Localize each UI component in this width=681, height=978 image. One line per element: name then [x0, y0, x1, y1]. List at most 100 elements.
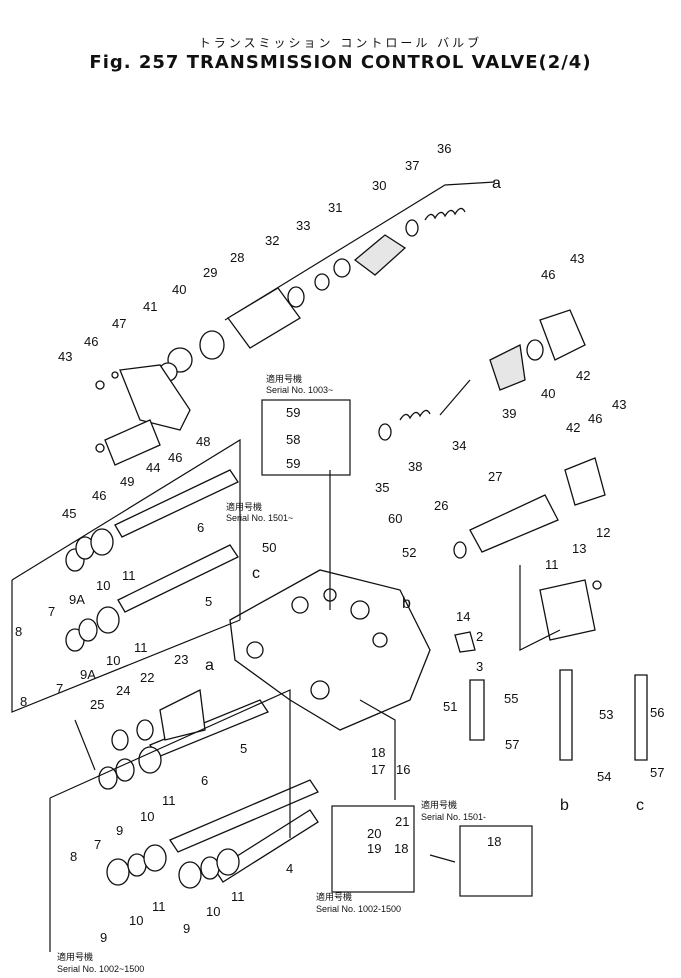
- left-spool-assembly: [65, 469, 319, 889]
- callout-5a: 5: [205, 594, 212, 609]
- callout-47d: 46: [168, 450, 182, 465]
- callout-9c: 9: [183, 921, 190, 936]
- callout-44b: 43: [570, 251, 584, 266]
- right-cover-assembly: [378, 309, 606, 641]
- callout-38: 37: [405, 158, 419, 173]
- part-38: [405, 219, 419, 237]
- callout-19b: 18: [487, 834, 501, 849]
- callout-14: 13: [572, 541, 586, 556]
- callout-19a: 18: [394, 841, 408, 856]
- part-9-a: [98, 766, 118, 790]
- part-10-lower: [78, 618, 98, 642]
- callout-47a: 46: [84, 334, 98, 349]
- part-27-ring: [453, 541, 467, 559]
- callout-58b: 57: [650, 765, 664, 780]
- part-4-spool: [214, 809, 319, 883]
- callout-42: 41: [143, 299, 157, 314]
- callout-44a: 43: [58, 349, 72, 364]
- callout-50: 49: [120, 474, 134, 489]
- part-43-cover: [564, 457, 606, 506]
- callout-43b: 42: [566, 420, 580, 435]
- callout-9a-a: 9A: [69, 592, 85, 607]
- part-36: [378, 423, 392, 441]
- callout-13: 12: [596, 525, 610, 540]
- callout-29: 28: [230, 250, 244, 265]
- callout-22: 21: [395, 814, 409, 829]
- callout-21: 20: [367, 826, 381, 841]
- callout-9b: 9: [100, 930, 107, 945]
- callout-24: 23: [174, 652, 188, 667]
- part-23: [136, 719, 154, 741]
- arrow-19: [429, 854, 456, 863]
- part-10-a: [115, 758, 135, 782]
- serial-label-jp-1002b: 適用号機: [57, 951, 93, 962]
- callout-60b: 59: [286, 456, 300, 471]
- callout-56: 55: [504, 691, 518, 706]
- letter-a-top: a: [492, 175, 501, 192]
- callout-7b: 7: [56, 681, 63, 696]
- inset-serial-1501: [459, 825, 533, 897]
- part-26-screw: [74, 719, 96, 771]
- body-port-3: [350, 600, 370, 620]
- serial-label-1002b: Serial No. 1002~1500: [57, 964, 144, 974]
- part-25: [111, 729, 129, 751]
- letter-c-bottom: c: [636, 797, 644, 814]
- callout-16: 16: [396, 762, 410, 777]
- frame-upper-lower: [11, 580, 241, 713]
- callout-61: 60: [388, 511, 402, 526]
- callout-10d: 10: [129, 913, 143, 928]
- inset-serial-1002: [331, 805, 415, 893]
- part-40: [489, 344, 526, 391]
- callout-20: 19: [367, 841, 381, 856]
- part-29-body: [227, 287, 301, 349]
- body-port-1: [291, 596, 309, 614]
- part-31: [353, 234, 407, 276]
- inset-serial-1003: [261, 399, 351, 476]
- serial-label-1501a: Serial No. 1501~: [226, 513, 293, 523]
- part-41-ring: [526, 339, 544, 361]
- frames: [11, 399, 561, 952]
- serial-label-1003: Serial No. 1003~: [266, 385, 333, 395]
- part-39-spring: [399, 409, 431, 421]
- bracket-assembly: [95, 364, 191, 466]
- callout-11d: 11: [152, 899, 166, 914]
- callout-46: 45: [62, 506, 76, 521]
- part-57-bolt: [634, 674, 648, 761]
- valve-body: [229, 569, 648, 761]
- callout-41b: 40: [541, 386, 555, 401]
- part-2-plug: [454, 631, 476, 653]
- callout-11c: 11: [162, 793, 176, 808]
- callout-28: 27: [488, 469, 502, 484]
- callout-33: 32: [265, 233, 279, 248]
- serial-label-1002a: Serial No. 1002-1500: [316, 904, 401, 914]
- part-5-spool-lower: [169, 779, 319, 853]
- callout-10e: 10: [206, 904, 220, 919]
- body-port-6: [310, 680, 330, 700]
- callout-51: 50: [262, 540, 276, 555]
- part-35-rod: [439, 379, 471, 416]
- part-37-spring: [424, 207, 466, 221]
- part-11-c: [216, 848, 240, 876]
- callout-39: 38: [408, 459, 422, 474]
- part-33: [287, 286, 305, 308]
- letter-b-bottom: b: [560, 797, 569, 814]
- part-44-bolt: [95, 380, 105, 390]
- part-50-plate: [104, 419, 161, 466]
- callout-10b: 10: [106, 653, 120, 668]
- part-11-b: [143, 844, 167, 872]
- callout-45: 44: [146, 460, 160, 475]
- callout-7c: 7: [94, 837, 101, 852]
- callout-49: 48: [196, 434, 210, 449]
- frame-lower: [49, 689, 291, 838]
- callout-9a-b: 9A: [80, 667, 96, 682]
- part-13-bolt: [592, 580, 602, 590]
- callout-7a: 7: [48, 604, 55, 619]
- leader-12: [519, 565, 561, 651]
- part-11-lower: [96, 606, 120, 634]
- callout-3: 3: [476, 659, 483, 674]
- main-valve-body: [229, 569, 431, 731]
- callout-2: 2: [476, 629, 483, 644]
- callout-10a: 10: [96, 578, 110, 593]
- part-54-bolt: [559, 669, 573, 761]
